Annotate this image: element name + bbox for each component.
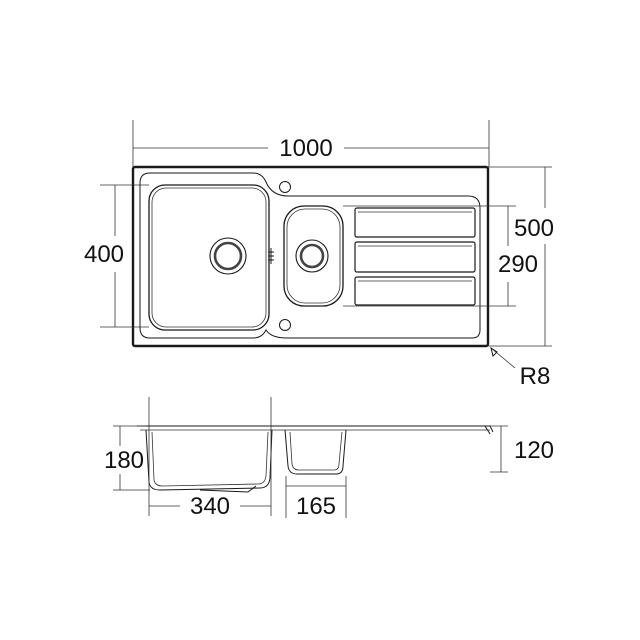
tap-hole-top	[279, 181, 291, 193]
dimension-half-bowl-depth: 290	[343, 205, 538, 307]
dimension-label-bowl-height: 180	[104, 447, 144, 474]
main-bowl	[148, 184, 270, 331]
half-bowl-waste-ring	[299, 243, 325, 269]
section-top-surface	[137, 425, 494, 433]
dimension-drainer-height: 120	[490, 425, 554, 473]
section-view: 180 340 165 120	[104, 397, 554, 520]
main-bowl-inner-line	[151, 187, 267, 328]
section-half-bowl	[284, 429, 347, 475]
dimension-label-overall-depth: 500	[514, 215, 554, 242]
dimension-label-overall-width: 1000	[279, 135, 332, 162]
sink-outer-outline	[131, 165, 490, 348]
dimension-label-bowl-depth: 400	[84, 241, 124, 268]
half-bowl-inner-line	[286, 208, 341, 304]
plan-view: 1000 500 290 400	[84, 120, 554, 390]
dimension-label-corner-radius: R8	[520, 363, 551, 390]
dimension-overall-width: 1000	[132, 120, 490, 167]
dimension-half-bowl-width: 165	[285, 476, 347, 520]
dimension-label-drainer-height: 120	[514, 437, 554, 464]
dimension-bowl-width: 340	[148, 397, 272, 520]
dimension-overall-depth: 500	[488, 166, 554, 347]
dimension-label-half-bowl-depth: 290	[498, 251, 538, 278]
dimension-label-half-bowl-width: 165	[296, 493, 336, 520]
drainer-groove-3	[354, 276, 476, 306]
overflow-icon	[268, 248, 274, 264]
dimension-bowl-depth: 400	[84, 184, 149, 328]
drainer-groove-2	[354, 241, 476, 273]
tap-hole-bottom	[279, 319, 291, 331]
drainer-groove-1	[354, 207, 476, 238]
section-main-bowl	[145, 429, 273, 491]
dimension-label-bowl-width: 340	[190, 493, 230, 520]
sink-inner-rim	[139, 172, 481, 339]
dimension-bowl-height: 180	[104, 425, 150, 491]
dimension-corner-radius: R8	[490, 346, 551, 390]
main-bowl-waste-ring	[213, 241, 243, 271]
